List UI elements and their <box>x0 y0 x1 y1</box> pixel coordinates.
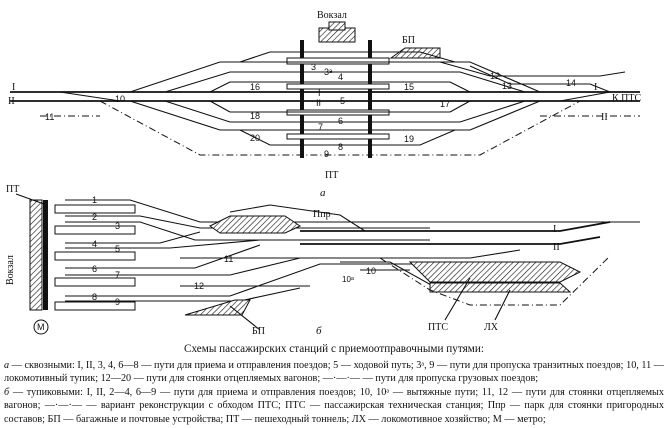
track-a-8 <box>129 100 541 131</box>
baggage-building-a: БП <box>389 35 441 59</box>
tunnel-label-b: ПТ <box>6 184 19 195</box>
svg-text:17: 17 <box>440 99 450 109</box>
caption-text-b: — тупиковыми: I, II, 2—4, 6—9 — пути для… <box>4 386 664 425</box>
svg-text:19: 19 <box>404 134 414 144</box>
suburban-park <box>209 215 302 234</box>
track-b-II <box>300 236 601 245</box>
track-a-3 <box>129 61 541 93</box>
svg-text:10ᵃ: 10ᵃ <box>342 275 355 284</box>
caption-letter-b: б <box>4 386 10 398</box>
svg-text:7: 7 <box>318 122 323 132</box>
label-a-to-pts: К ПТС <box>612 93 642 104</box>
track-a-4 <box>164 71 526 93</box>
svg-text:3ᵃ: 3ᵃ <box>324 67 333 77</box>
caption-para-b: б — тупиковыми: I, II, 2—4, 6—9 — пути д… <box>4 386 664 427</box>
svg-text:II: II <box>553 242 560 253</box>
track-a-7 <box>164 100 526 123</box>
svg-text:15: 15 <box>404 82 414 92</box>
track-b-6 <box>65 244 261 269</box>
svg-text:II: II <box>316 98 321 108</box>
tunnel-label-a: ПТ <box>325 170 338 181</box>
station-schemes-diagram: Вокзал БП <box>5 10 642 337</box>
svg-text:13: 13 <box>502 81 512 91</box>
baggage-label-a: БП <box>402 35 415 46</box>
caption-para-a: а — сквозными: I, II, 3, 4, 6—8 — пути д… <box>4 359 664 386</box>
svg-text:3: 3 <box>311 62 316 72</box>
platform-a-1 <box>286 57 390 65</box>
track-b-5 <box>65 239 261 249</box>
svg-text:9: 9 <box>324 149 329 159</box>
baggage-building-b <box>184 299 251 316</box>
svg-text:6: 6 <box>92 264 97 274</box>
track-b-8 <box>65 263 430 297</box>
svg-text:9: 9 <box>115 297 120 307</box>
svg-text:14: 14 <box>566 78 576 88</box>
caption-letter-a: а <box>4 359 10 371</box>
pts-area <box>408 261 582 283</box>
station-label-a: Вокзал <box>317 10 347 21</box>
scheme-a-letter: а <box>320 187 326 199</box>
svg-text:8: 8 <box>92 292 97 302</box>
svg-text:11: 11 <box>224 254 233 264</box>
svg-text:12: 12 <box>490 71 500 81</box>
station-label-b: Вокзал <box>5 255 16 285</box>
lh-area <box>429 282 572 293</box>
tunnel-left-a <box>300 40 304 158</box>
track-b-4 <box>65 231 201 244</box>
scheme-b-letter: б <box>316 325 322 337</box>
svg-text:18: 18 <box>250 111 260 121</box>
baggage-label-b: БП <box>252 326 265 337</box>
reconstruction-bypass <box>379 255 611 306</box>
pts-label: ПТС <box>428 322 448 333</box>
track-b-9 <box>65 287 301 302</box>
svg-text:5: 5 <box>115 244 120 254</box>
svg-text:10: 10 <box>115 94 125 104</box>
figure-caption: Схемы пассажирских станций с приемоотпра… <box>4 343 664 427</box>
svg-text:5: 5 <box>340 96 345 106</box>
platform-a-4 <box>286 133 390 140</box>
track-b-3 <box>65 221 430 241</box>
scheme-a: Вокзал БП <box>8 10 642 199</box>
metro-label: М <box>37 322 45 332</box>
track-b-2 <box>65 215 430 229</box>
label-a-I-right: I <box>594 82 597 93</box>
svg-text:I: I <box>318 88 321 98</box>
platform-a-2 <box>286 83 390 90</box>
caption-text-a: — сквозными: I, II, 3, 4, 6—8 — пути для… <box>4 359 664 385</box>
lh-label: ЛХ <box>484 322 499 333</box>
scheme-b: Вокзал ПТ М Ппр <box>5 184 640 337</box>
track-b-I <box>300 221 611 232</box>
tunnel-right-a <box>368 40 372 158</box>
svg-text:1: 1 <box>92 195 97 205</box>
svg-text:2: 2 <box>92 212 97 222</box>
svg-text:20: 20 <box>250 133 260 143</box>
caption-title: Схемы пассажирских станций с приемоотпра… <box>184 343 484 355</box>
svg-text:6: 6 <box>338 116 343 126</box>
track-b-10 <box>350 249 521 259</box>
svg-text:16: 16 <box>250 82 260 92</box>
svg-text:10: 10 <box>366 266 376 276</box>
svg-text:12: 12 <box>194 281 204 291</box>
track-b-1 <box>65 199 640 223</box>
station-building-b <box>29 199 43 311</box>
freight-bypass-a <box>99 100 581 156</box>
metro-icon <box>33 319 49 335</box>
svg-text:4: 4 <box>338 72 343 82</box>
suburban-park-label: Ппр <box>313 209 331 220</box>
svg-text:8: 8 <box>338 142 343 152</box>
label-a-I: I <box>12 82 15 93</box>
svg-text:I: I <box>553 224 556 235</box>
station-building-a: Вокзал <box>317 10 356 43</box>
label-a-II: II <box>8 96 15 107</box>
svg-text:3: 3 <box>115 221 120 231</box>
svg-text:4: 4 <box>92 239 97 249</box>
tunnel-b <box>43 200 48 310</box>
label-a-II-right: II <box>601 112 608 123</box>
svg-text:7: 7 <box>115 270 120 280</box>
svg-text:11: 11 <box>45 112 54 122</box>
